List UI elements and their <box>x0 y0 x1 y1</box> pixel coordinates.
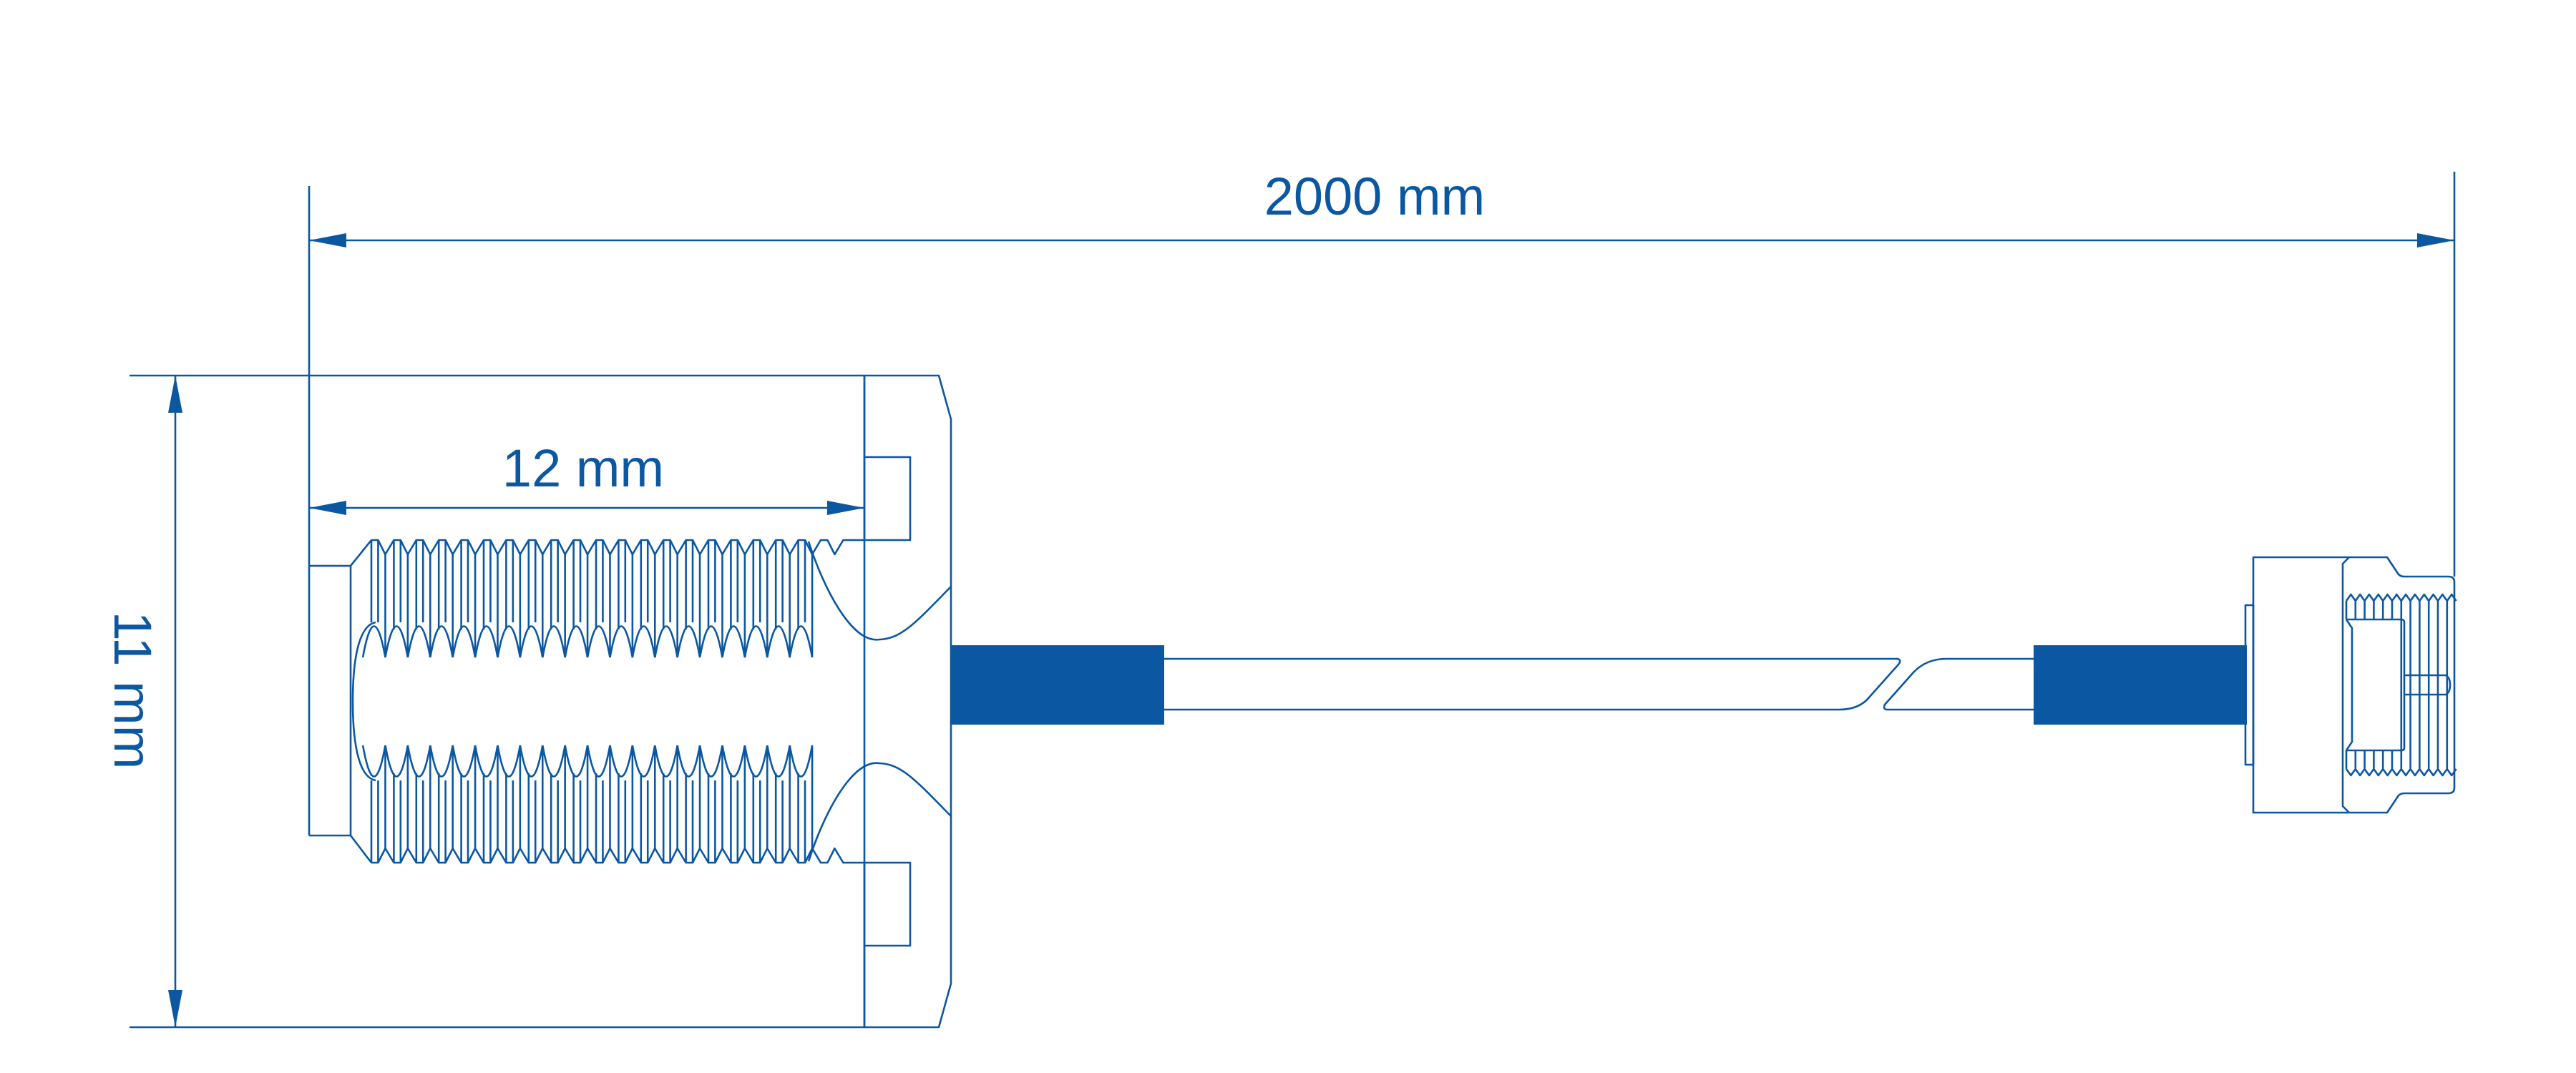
coupling-nut <box>2252 556 2456 814</box>
connector-height-dimension-arrowhead-start <box>168 376 182 413</box>
right-socket-connector <box>2034 556 2457 814</box>
thread-root-arcs-bottom <box>361 745 814 778</box>
connector-height-dimension-arrowhead-end <box>168 990 182 1027</box>
thread-flank-lines-bottom <box>527 745 544 863</box>
thread-flank-lines-top <box>595 540 611 657</box>
left-threaded-connector <box>309 374 1164 1029</box>
thread-flank-lines-top <box>730 540 746 657</box>
thread-flank-lines-bottom <box>393 745 409 863</box>
thread-flank-lines-top <box>572 540 589 657</box>
thread-flank-lines-bottom <box>662 745 678 863</box>
thread-flank-lines-top <box>370 540 386 657</box>
dimension-lines <box>130 172 2456 1029</box>
connector-length-dimension-arrowhead-start <box>309 501 346 515</box>
thread-flank-lines-top <box>707 540 723 657</box>
thread-flank-lines-top <box>640 540 656 657</box>
overall-length-dimension-arrowhead-end <box>2417 233 2454 248</box>
cable-segment-right <box>1883 657 2034 711</box>
thread-flank-lines-bottom <box>482 745 499 863</box>
thread-flank-lines-bottom <box>752 745 769 863</box>
thread-flank-lines-bottom <box>460 745 477 863</box>
body-notch-top <box>864 456 912 542</box>
cavity-curve-bottom <box>807 762 952 862</box>
thread-flank-lines-top <box>415 540 431 657</box>
thread-flank-lines-bottom <box>437 745 454 863</box>
cable <box>1164 657 2034 711</box>
thread-flank-lines-top <box>505 540 522 657</box>
cable-strain-relief <box>951 645 1164 725</box>
thread-root-arcs-top <box>361 625 814 658</box>
thread-flank-lines-bottom <box>730 745 746 863</box>
thread-flank-lines-bottom <box>550 745 566 863</box>
thread-flank-lines-top <box>774 540 791 657</box>
connector-body <box>863 374 952 1029</box>
connector-length-label: 12 mm <box>502 438 664 498</box>
thread-flank-lines-bottom <box>572 745 589 863</box>
thread-flank-lines-bottom <box>797 745 814 863</box>
connector-length-dimension-arrowhead-end <box>827 501 864 515</box>
thread-flank-lines-top <box>752 540 769 657</box>
thread-flank-lines-bottom <box>370 745 386 863</box>
thread-flank-lines-top <box>618 540 634 657</box>
nut-inner-edge <box>2341 557 2350 813</box>
thread-flank-lines-bottom <box>618 745 634 863</box>
thread-flank-lines-top <box>482 540 499 657</box>
cavity-curve-top <box>807 541 952 641</box>
connector-height-label: 11 mm <box>103 612 162 770</box>
thread-flank-lines-top <box>393 540 409 657</box>
body-notch-bottom <box>864 861 912 947</box>
thread-profile-top <box>371 539 864 556</box>
socket-insulator <box>2346 618 2406 752</box>
thread-flank-lines-bottom <box>685 745 701 863</box>
thread-flank-lines-top <box>550 540 566 657</box>
thread-flank-lines-bottom <box>707 745 723 863</box>
thread-flank-lines-top <box>685 540 701 657</box>
internal-thread <box>2345 593 2457 777</box>
thread-flank-lines-top <box>460 540 477 657</box>
thread-chamfer <box>349 539 373 863</box>
thread-flank-lines-bottom <box>505 745 522 863</box>
thread-flank-lines-top <box>527 540 544 657</box>
overall-length-dimension-arrowhead-start <box>309 233 346 248</box>
thread-flank-lines-top <box>437 540 454 657</box>
thread-flank-lines-bottom <box>640 745 656 863</box>
cable-strain-relief-right <box>2034 645 2247 725</box>
bore-end-curve <box>351 621 376 782</box>
thread-flank-lines-top <box>662 540 678 657</box>
thread-flank-lines-bottom <box>774 745 791 863</box>
thread-profile-bottom <box>371 847 864 864</box>
thread-flank-lines-bottom <box>415 745 431 863</box>
thread-flank-lines-bottom <box>595 745 611 863</box>
overall-length-label: 2000 mm <box>1264 167 1485 226</box>
thread-flank-lines-top <box>797 540 814 657</box>
hex-collar <box>309 564 352 837</box>
socket-chamfer <box>2345 619 2353 751</box>
cable-segment-left <box>1164 657 1901 711</box>
